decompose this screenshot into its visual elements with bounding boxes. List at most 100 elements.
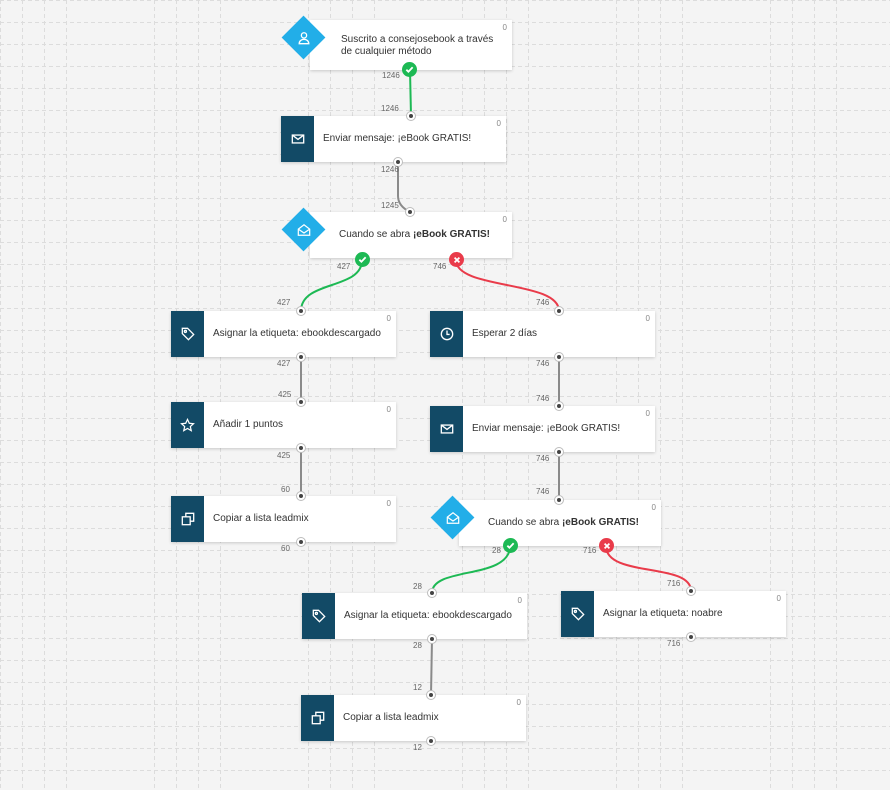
message-name: ¡eBook GRATIS! [561, 517, 639, 528]
wait-2-days[interactable]: Esperar 2 días 0 [430, 311, 655, 357]
send-message-2[interactable]: Enviar mensaje: ¡eBook GRATIS! 0 [430, 406, 655, 452]
node-label: Esperar 2 días [472, 328, 538, 339]
user-icon [292, 26, 316, 50]
yes-branch-check-icon[interactable] [503, 538, 518, 553]
node-label: Añadir 1 puntos [213, 419, 284, 430]
copy-icon [171, 496, 204, 542]
input-port[interactable] [686, 586, 696, 596]
node-count: 0 [386, 405, 391, 414]
add-points[interactable]: Añadir 1 puntos 0 [171, 402, 396, 448]
node-label: Cuando se abra ¡eBook GRATIS! [488, 517, 639, 529]
input-port[interactable] [554, 401, 564, 411]
condition-opened-1[interactable]: Cuando se abra ¡eBook GRATIS! 0 [281, 207, 512, 258]
link-yes-to-tag [300, 259, 363, 312]
output-port[interactable] [426, 736, 436, 746]
yes-branch-check-icon[interactable] [355, 252, 370, 267]
flow-count: 1246 [381, 104, 399, 113]
no-branch-x-icon[interactable] [599, 538, 614, 553]
input-port[interactable] [296, 397, 306, 407]
node-count: 0 [645, 409, 650, 418]
message-name: ¡eBook GRATIS! [412, 229, 490, 240]
tag-icon [171, 311, 204, 357]
input-port[interactable] [427, 588, 437, 598]
node-panel [310, 212, 512, 258]
flow-count: 746 [536, 454, 550, 463]
assign-tag-ebookdescargado-1[interactable]: Asignar la etiqueta: ebookdescargado 0 [171, 311, 396, 357]
node-count: 0 [386, 499, 391, 508]
copy-list-leadmix-1[interactable]: Copiar a lista leadmix 0 [171, 496, 396, 542]
assign-tag-noabre[interactable]: Asignar la etiqueta: noabre 0 [561, 591, 786, 637]
output-port[interactable] [393, 157, 403, 167]
node-panel [459, 500, 661, 546]
copy-icon [301, 695, 334, 741]
flow-count: 716 [583, 546, 597, 555]
flow-count: 60 [281, 544, 290, 553]
output-port[interactable] [296, 352, 306, 362]
flow-count: 28 [413, 582, 422, 591]
node-label: Suscrito a consejosebook a través de cua… [341, 34, 494, 57]
label-prefix: Cuando se abra [488, 517, 562, 528]
node-label: Cuando se abra ¡eBook GRATIS! [339, 229, 490, 241]
flow-count: 12 [413, 743, 422, 752]
assign-tag-ebookdescargado-2[interactable]: Asignar la etiqueta: ebookdescargado 0 [302, 593, 527, 639]
input-port[interactable] [554, 306, 564, 316]
input-port[interactable] [296, 491, 306, 501]
node-count: 0 [517, 596, 522, 605]
star-icon [171, 402, 204, 448]
input-port[interactable] [554, 495, 564, 505]
node-label: Asignar la etiqueta: noabre [603, 608, 723, 619]
flow-count: 28 [492, 546, 501, 555]
flow-count: 425 [277, 451, 291, 460]
node-count: 0 [502, 215, 507, 224]
output-port[interactable] [554, 352, 564, 362]
copy-list-leadmix-2[interactable]: Copiar a lista leadmix 0 [301, 695, 526, 741]
output-port[interactable] [427, 634, 437, 644]
flow-count: 12 [413, 683, 422, 692]
output-port[interactable] [296, 443, 306, 453]
flow-count: 716 [667, 579, 681, 588]
link-tag-to-copy-2 [430, 638, 433, 696]
flow-count: 746 [433, 262, 447, 271]
link-message-to-condition [397, 162, 411, 213]
input-port[interactable] [406, 111, 416, 121]
flow-count: 1246 [382, 71, 400, 80]
flow-count: 1246 [381, 165, 399, 174]
node-panel [310, 20, 512, 70]
tag-icon [561, 591, 594, 637]
flow-count: 746 [536, 298, 550, 307]
flow-count: 28 [413, 641, 422, 650]
mail-icon [430, 406, 463, 452]
flow-count: 716 [667, 639, 681, 648]
input-port[interactable] [296, 306, 306, 316]
send-message-1[interactable]: Enviar mensaje: ¡eBook GRATIS! 0 [281, 116, 506, 162]
node-count: 0 [496, 119, 501, 128]
output-port[interactable] [686, 632, 696, 642]
mail-open-icon [441, 506, 465, 530]
clock-icon [430, 311, 463, 357]
output-port[interactable] [554, 447, 564, 457]
flow-count: 425 [278, 390, 292, 399]
mail-open-icon [292, 218, 316, 242]
node-label: Asignar la etiqueta: ebookdescargado [344, 610, 512, 621]
input-port[interactable] [405, 207, 415, 217]
node-count: 0 [645, 314, 650, 323]
flow-count: 427 [277, 359, 291, 368]
flow-count: 746 [536, 359, 550, 368]
trigger-subscribed[interactable]: Suscrito a consejosebook a través de cua… [281, 15, 512, 70]
node-label: Enviar mensaje: ¡eBook GRATIS! [472, 423, 621, 434]
flow-count: 1245 [381, 201, 399, 210]
node-label: Asignar la etiqueta: ebookdescargado [213, 328, 381, 339]
success-check-icon[interactable] [402, 62, 417, 77]
flow-count: 746 [536, 487, 550, 496]
output-port[interactable] [296, 537, 306, 547]
no-branch-x-icon[interactable] [449, 252, 464, 267]
label-prefix: Cuando se abra [339, 229, 413, 240]
node-count: 0 [651, 503, 656, 512]
flow-count: 60 [281, 485, 290, 494]
node-label: Enviar mensaje: ¡eBook GRATIS! [323, 133, 472, 144]
input-port[interactable] [426, 690, 436, 700]
condition-opened-2[interactable]: Cuando se abra ¡eBook GRATIS! 0 [430, 495, 661, 546]
mail-icon [281, 116, 314, 162]
node-label: Copiar a lista leadmix [213, 513, 309, 524]
